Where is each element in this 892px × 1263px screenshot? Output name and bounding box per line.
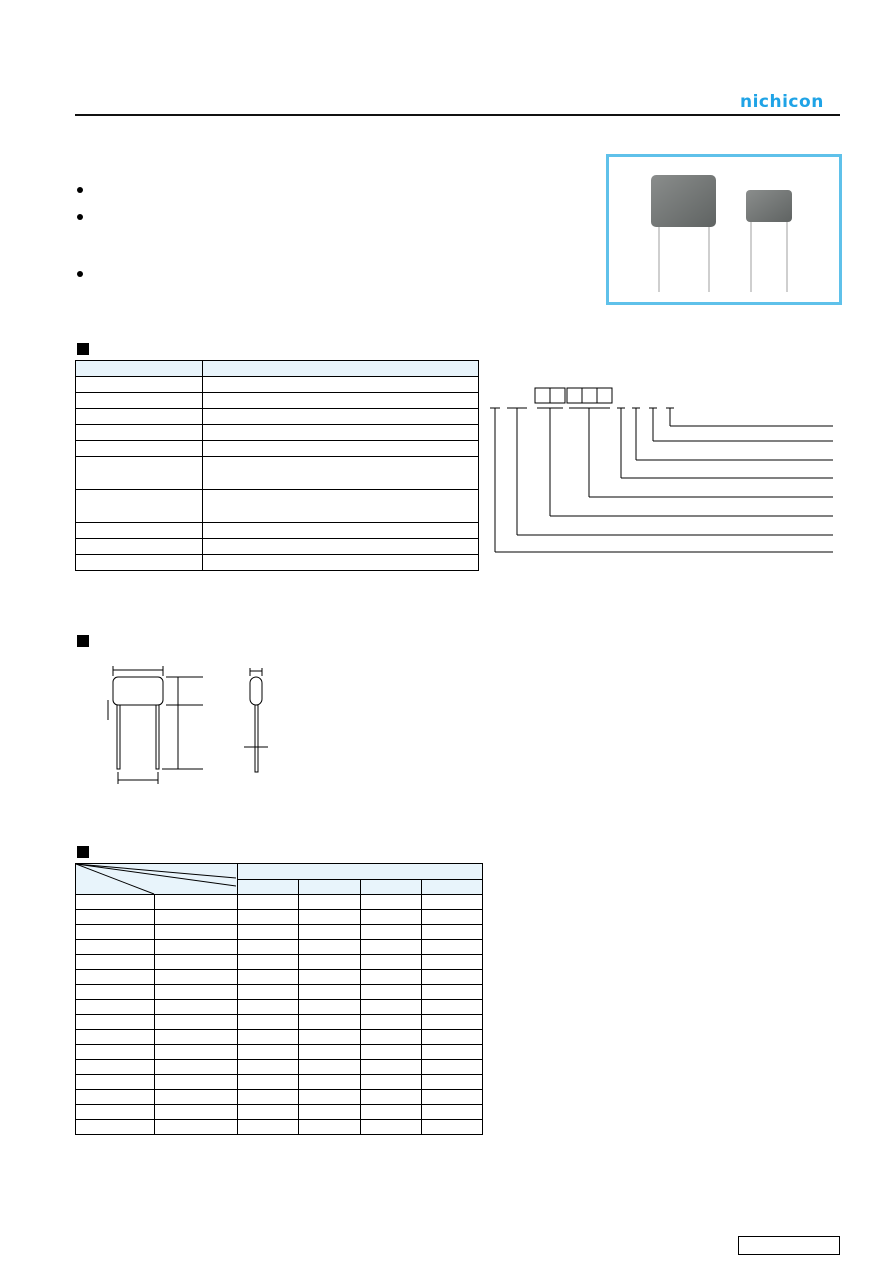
- table-row: [75, 1104, 484, 1120]
- section-marker: [77, 343, 89, 355]
- table-row: [75, 408, 479, 425]
- code-box: [596, 387, 613, 404]
- table-row: [75, 894, 484, 910]
- table-row: [75, 1044, 484, 1060]
- code-box: [549, 387, 566, 404]
- feature-bullet: [77, 187, 83, 193]
- table-row: [75, 440, 479, 457]
- ratings-table: [75, 863, 484, 1135]
- table-row: [75, 392, 479, 409]
- table-header-row: [76, 878, 484, 895]
- code-box: [581, 387, 598, 404]
- page-number-box: [738, 1236, 840, 1255]
- table-row: [75, 939, 484, 955]
- capacitor-photo-image: [651, 175, 792, 292]
- table-row: [75, 909, 484, 925]
- table-row: [75, 424, 479, 441]
- table-row: [75, 554, 479, 571]
- code-box: [566, 387, 583, 404]
- table-row: [75, 360, 479, 377]
- table-row: [75, 1029, 484, 1045]
- table-row: [75, 924, 484, 940]
- table-row: [75, 1059, 484, 1075]
- table-row: [75, 984, 484, 1000]
- table-row: [75, 1074, 484, 1090]
- table-row: [75, 954, 484, 970]
- table-row: [75, 999, 484, 1015]
- part-number-diagram: [490, 387, 833, 553]
- section-marker: [77, 846, 89, 858]
- code-box: [534, 387, 551, 404]
- table-row: [75, 376, 479, 393]
- table-row: [75, 1014, 484, 1030]
- feature-bullet: [77, 271, 83, 277]
- table-row: [75, 1089, 484, 1105]
- table-row: [75, 456, 479, 490]
- section-marker: [77, 635, 89, 647]
- dimensions-drawing: [107, 666, 268, 784]
- header-rule: [75, 114, 840, 116]
- table-row: [75, 522, 479, 539]
- header-diagonal: [76, 864, 236, 894]
- table-row: [75, 489, 479, 523]
- feature-bullet: [77, 214, 83, 220]
- brand-logo: nichicon: [740, 92, 824, 112]
- table-header-row: [75, 863, 483, 895]
- table-row: [75, 969, 484, 985]
- specifications-table: [75, 360, 479, 571]
- product-photo: [606, 154, 842, 305]
- table-row: [75, 538, 479, 555]
- table-row: [75, 1119, 484, 1135]
